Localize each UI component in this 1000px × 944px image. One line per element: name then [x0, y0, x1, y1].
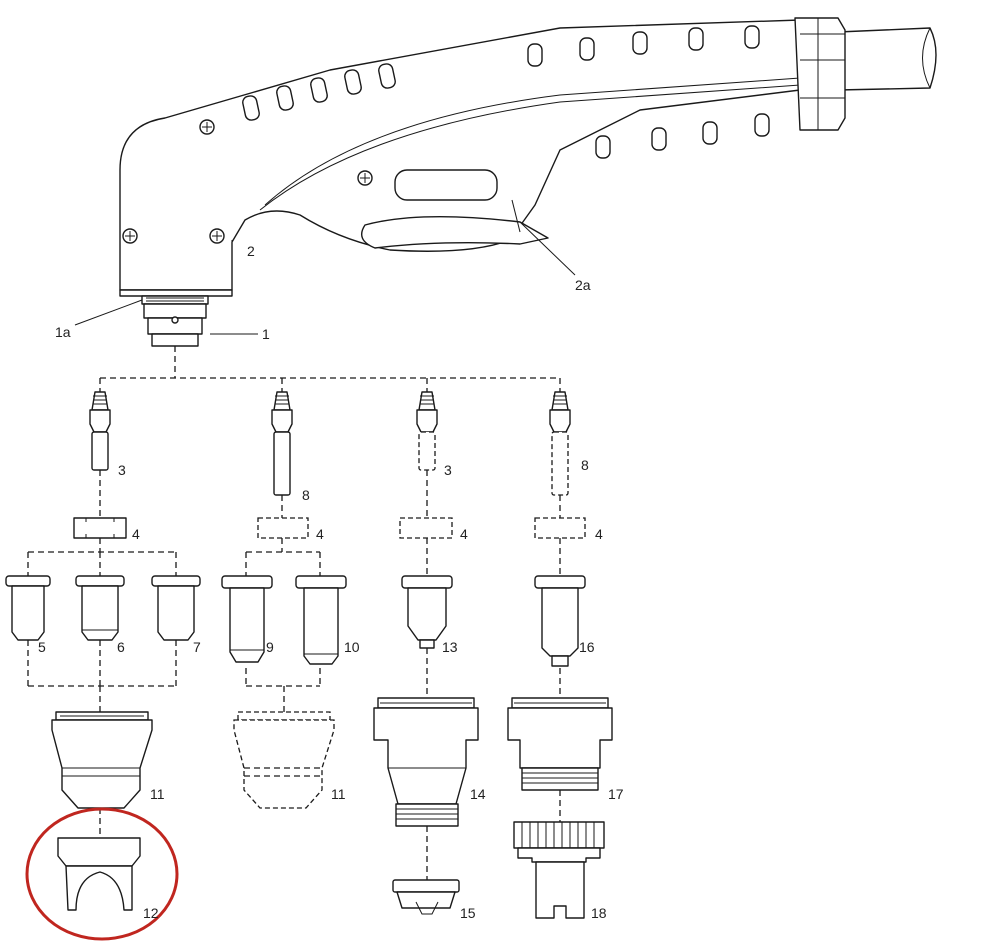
label-15: 15 [460, 905, 476, 921]
label-2a: 2a [575, 277, 591, 293]
label-1: 1 [262, 326, 270, 342]
highlight-circle [25, 807, 179, 941]
shield-cup-11-col2 [233, 711, 335, 809]
label-14: 14 [470, 786, 486, 802]
shield-cup-14 [373, 697, 479, 827]
label-7: 7 [193, 639, 201, 655]
label-3-col1: 3 [118, 462, 126, 478]
label-3-col3: 3 [444, 462, 452, 478]
label-11-col2: 11 [331, 786, 346, 802]
label-8-col4: 8 [581, 457, 589, 473]
swirl-ring-col1 [73, 517, 127, 539]
part-labels: 1a 1 2 2a 3 8 3 8 4 4 4 4 5 6 7 9 10 13 … [38, 243, 624, 921]
electrode-8-col4 [549, 391, 571, 496]
label-18: 18 [591, 905, 607, 921]
swirl-ring-col4 [534, 517, 586, 539]
nozzle-7 [151, 575, 201, 641]
top-leaders [74, 221, 576, 335]
label-4-col1: 4 [132, 526, 140, 542]
label-17: 17 [608, 786, 624, 802]
nozzle-6 [75, 575, 125, 641]
label-12: 12 [143, 905, 159, 921]
nozzle-10 [295, 575, 347, 665]
part-18 [513, 821, 605, 919]
label-11-col1: 11 [150, 786, 165, 802]
label-1a: 1a [55, 324, 71, 340]
deflector-15 [392, 879, 460, 915]
label-16: 16 [579, 639, 595, 655]
electrode-3-col3 [416, 391, 438, 471]
nozzle-16 [534, 575, 586, 667]
label-9: 9 [266, 639, 274, 655]
label-6: 6 [117, 639, 125, 655]
nozzle-5 [5, 575, 51, 641]
nozzle-9 [221, 575, 273, 663]
label-2: 2 [247, 243, 255, 259]
swirl-ring-col2 [257, 517, 309, 539]
label-4-col3: 4 [460, 526, 468, 542]
connector-lines [27, 346, 561, 880]
electrode-3-col1 [89, 391, 111, 471]
spacer-12 [57, 837, 141, 911]
label-10: 10 [344, 639, 360, 655]
shield-cup-11-col1 [51, 711, 153, 809]
electrode-8-col2 [271, 391, 293, 496]
label-4-col2: 4 [316, 526, 324, 542]
label-5: 5 [38, 639, 46, 655]
swirl-ring-col3 [399, 517, 453, 539]
shield-cup-17 [507, 697, 613, 791]
label-4-col4: 4 [595, 526, 603, 542]
label-8-col2: 8 [302, 487, 310, 503]
nozzle-13 [401, 575, 453, 649]
torch-body [119, 17, 937, 347]
label-13: 13 [442, 639, 458, 655]
